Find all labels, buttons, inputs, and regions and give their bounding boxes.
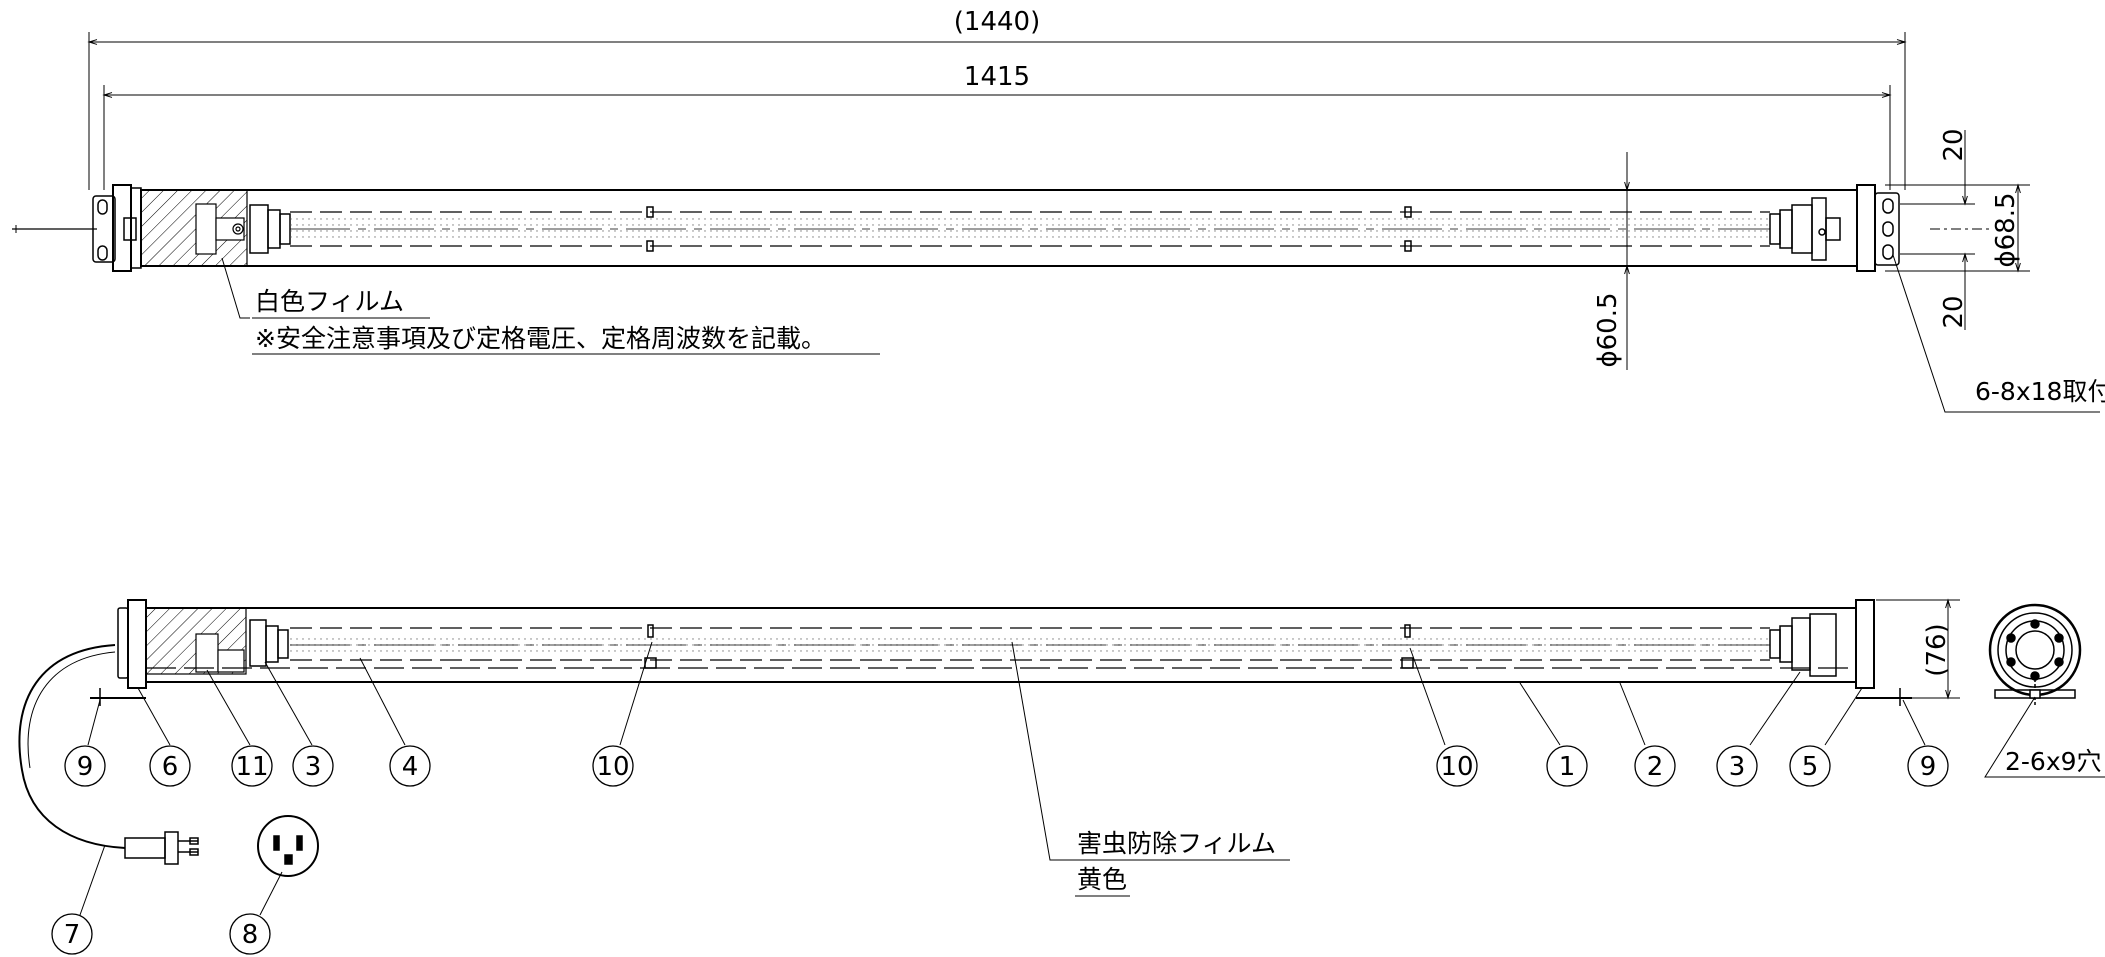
svg-text:2: 2 xyxy=(1647,752,1664,782)
dimension-body-length: 1415 xyxy=(102,62,1892,190)
balloon-3-left: 3 xyxy=(292,745,334,787)
balloon-8: 8 xyxy=(229,913,271,955)
svg-text:3: 3 xyxy=(1729,752,1746,782)
power-cord xyxy=(18,644,126,849)
insect-film-callout: 害虫防除フィルム 黄色 xyxy=(1011,641,1290,897)
top-view: (1440) 1415 xyxy=(12,7,2105,413)
mount-hole-label: 6-8x18取付穴 xyxy=(1975,377,2105,406)
side-view: (76) 2-6x9穴 害虫防除フィルム xyxy=(18,598,2105,916)
balloon-9-left: 9 xyxy=(64,745,106,787)
spacing-top-label: 20 xyxy=(1939,128,1969,161)
plug-face xyxy=(257,815,319,877)
end-hole-label: 2-6x9穴 xyxy=(2005,747,2102,776)
svg-text:10: 10 xyxy=(1440,752,1473,782)
right-end-cap xyxy=(1856,184,1900,272)
insect-film-label: 害虫防除フィルム xyxy=(1077,829,1276,858)
balloon-10-right: 10 xyxy=(1436,745,1478,787)
svg-text:6: 6 xyxy=(162,752,179,782)
dimension-height: (76) xyxy=(1876,598,1960,700)
svg-text:3: 3 xyxy=(305,752,322,782)
left-end-cap xyxy=(92,184,142,272)
balloon-3-right: 3 xyxy=(1716,745,1758,787)
end-view xyxy=(1988,603,2082,705)
part-balloons: 9 6 11 3 4 10 10 1 2 3 5 9 7 8 xyxy=(51,745,1949,955)
plug xyxy=(124,831,199,865)
dimension-overall-length: (1440) xyxy=(87,7,1907,190)
white-film-label: 白色フィルム xyxy=(255,287,404,316)
balloon-5: 5 xyxy=(1789,745,1831,787)
end-hole-callout: 2-6x9穴 xyxy=(1984,696,2105,778)
dimension-right-end: 20 ϕ68.5 20 xyxy=(1885,128,2030,330)
balloon-2: 2 xyxy=(1634,745,1676,787)
svg-text:11: 11 xyxy=(235,752,268,782)
balloon-7: 7 xyxy=(51,913,93,955)
svg-text:8: 8 xyxy=(242,920,259,950)
balloon-11: 11 xyxy=(231,745,273,787)
white-film-callout: 白色フィルム ※安全注意事項及び定格電圧、定格周波数を記載。 xyxy=(221,257,880,355)
svg-text:10: 10 xyxy=(596,752,629,782)
body-length-label: 1415 xyxy=(964,62,1030,92)
end-diameter-label: ϕ68.5 xyxy=(1991,192,2021,267)
balloon-6: 6 xyxy=(149,745,191,787)
svg-text:1: 1 xyxy=(1559,752,1576,782)
tube-diameter-label: ϕ60.5 xyxy=(1593,292,1623,367)
dimension-tube-diameter: ϕ60.5 xyxy=(1593,152,1630,370)
spacing-bottom-label: 20 xyxy=(1939,295,1969,328)
svg-text:5: 5 xyxy=(1802,752,1819,782)
safety-note-label: ※安全注意事項及び定格電圧、定格周波数を記載。 xyxy=(255,324,826,353)
yellow-label: 黄色 xyxy=(1077,865,1127,894)
balloon-4: 4 xyxy=(389,745,431,787)
mount-hole-callout: 6-8x18取付穴 xyxy=(1892,254,2105,413)
balloon-1: 1 xyxy=(1546,745,1588,787)
svg-text:9: 9 xyxy=(77,752,94,782)
svg-text:4: 4 xyxy=(402,752,419,782)
overall-length-label: (1440) xyxy=(954,7,1040,37)
svg-text:9: 9 xyxy=(1920,752,1937,782)
balloon-9-right: 9 xyxy=(1907,745,1949,787)
height-label: (76) xyxy=(1922,623,1952,676)
balloon-10-left: 10 xyxy=(592,745,634,787)
svg-text:7: 7 xyxy=(64,920,81,950)
